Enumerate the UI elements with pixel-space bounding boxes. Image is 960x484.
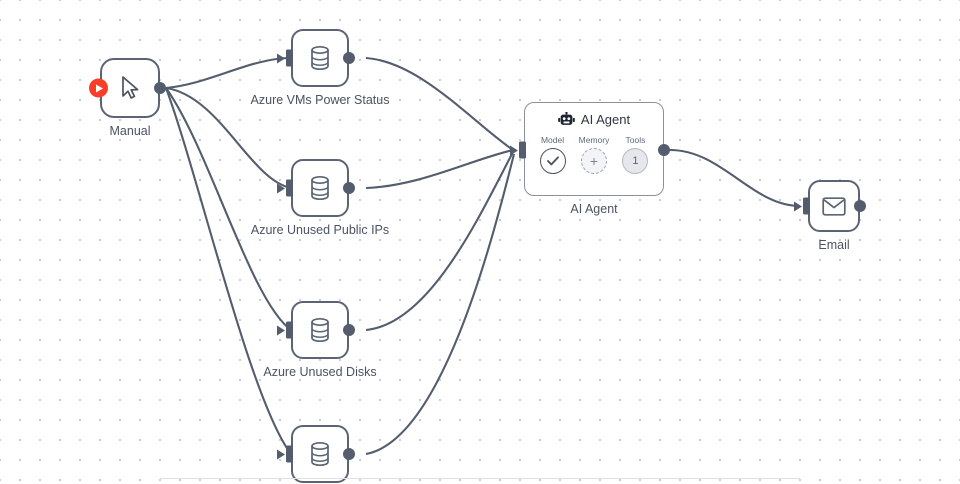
email-output-port[interactable] (854, 200, 866, 212)
node-agent-label: AI Agent (570, 202, 618, 216)
email-input-port[interactable] (803, 197, 810, 215)
db3-input-port[interactable] (286, 321, 293, 339)
node-db3-label: Azure Unused Disks (263, 365, 377, 379)
agent-sub-ports: Model Memory + Tools 1 (525, 136, 663, 174)
edge-db3-to-agent (365, 151, 514, 332)
node-db2-label: Azure Unused Public IPs (250, 223, 390, 237)
agent-input-port[interactable] (519, 141, 526, 159)
db1-input-port[interactable] (286, 49, 293, 67)
agent-port-model[interactable]: Model (539, 135, 566, 174)
agent-port-tools-label: Tools (625, 135, 646, 145)
database-icon (311, 317, 329, 343)
node-azure-unused-disks[interactable]: Azure Unused Disks (263, 301, 377, 379)
node-database-4[interactable] (286, 425, 355, 483)
node-manual-label: Manual (109, 124, 151, 138)
agent-title-text: AI Agent (580, 112, 631, 127)
database-icon (311, 45, 329, 71)
node-manual[interactable]: Manual (89, 58, 166, 138)
cursor-arrow-icon (122, 76, 139, 99)
agent-output-port[interactable] (658, 144, 670, 156)
edge-db4-to-agent (365, 153, 516, 456)
db3-output-port[interactable] (343, 324, 355, 336)
manual-node-body[interactable] (100, 58, 160, 118)
agent-port-memory-label: Memory (578, 135, 610, 145)
db2-input-port[interactable] (286, 179, 293, 197)
node-db1-label: Azure VMs Power Status (250, 93, 390, 107)
db4-output-port[interactable] (343, 448, 355, 460)
db3-node-body[interactable] (291, 301, 349, 359)
edge-manual-to-db4 (165, 87, 292, 455)
db4-node-body[interactable] (291, 425, 349, 483)
canvas-footer-divider (160, 478, 800, 479)
db1-output-port[interactable] (343, 52, 355, 64)
check-icon (546, 155, 559, 165)
edge-agent-to-email (669, 148, 801, 208)
agent-port-memory[interactable]: Memory + (578, 135, 610, 174)
db2-output-port[interactable] (343, 182, 355, 194)
email-node-body[interactable] (808, 180, 860, 232)
agent-port-tools[interactable]: Tools 1 (622, 135, 649, 174)
agent-port-model-label: Model (540, 135, 565, 145)
node-email-label: Email (818, 238, 850, 252)
db2-node-body[interactable] (291, 159, 349, 217)
manual-output-port[interactable] (154, 82, 166, 94)
robot-icon (558, 112, 575, 125)
count-circle-icon[interactable]: 1 (622, 147, 649, 174)
node-azure-unused-public-ips[interactable]: Azure Unused Public IPs (251, 159, 389, 237)
edge-db2-to-agent (365, 148, 514, 190)
db4-input-port[interactable] (286, 445, 293, 463)
agent-node-body[interactable]: AI Agent Model Memory + Tools (524, 102, 664, 196)
database-icon (311, 441, 329, 467)
node-azure-vms-power-status[interactable]: Azure VMs Power Status (251, 29, 389, 107)
database-icon (311, 175, 329, 201)
db1-node-body[interactable] (291, 29, 349, 87)
edge-manual-to-db3 (165, 87, 292, 331)
envelope-icon (822, 196, 846, 216)
plus-circle-icon[interactable]: + (580, 147, 607, 174)
edge-manual-to-db1 (165, 56, 292, 90)
node-email[interactable]: Email (803, 180, 866, 252)
agent-title-row: AI Agent (525, 112, 663, 127)
play-icon[interactable] (89, 78, 108, 98)
node-ai-agent[interactable]: AI Agent Model Memory + Tools (519, 102, 670, 216)
check-circle-icon[interactable] (539, 147, 566, 174)
